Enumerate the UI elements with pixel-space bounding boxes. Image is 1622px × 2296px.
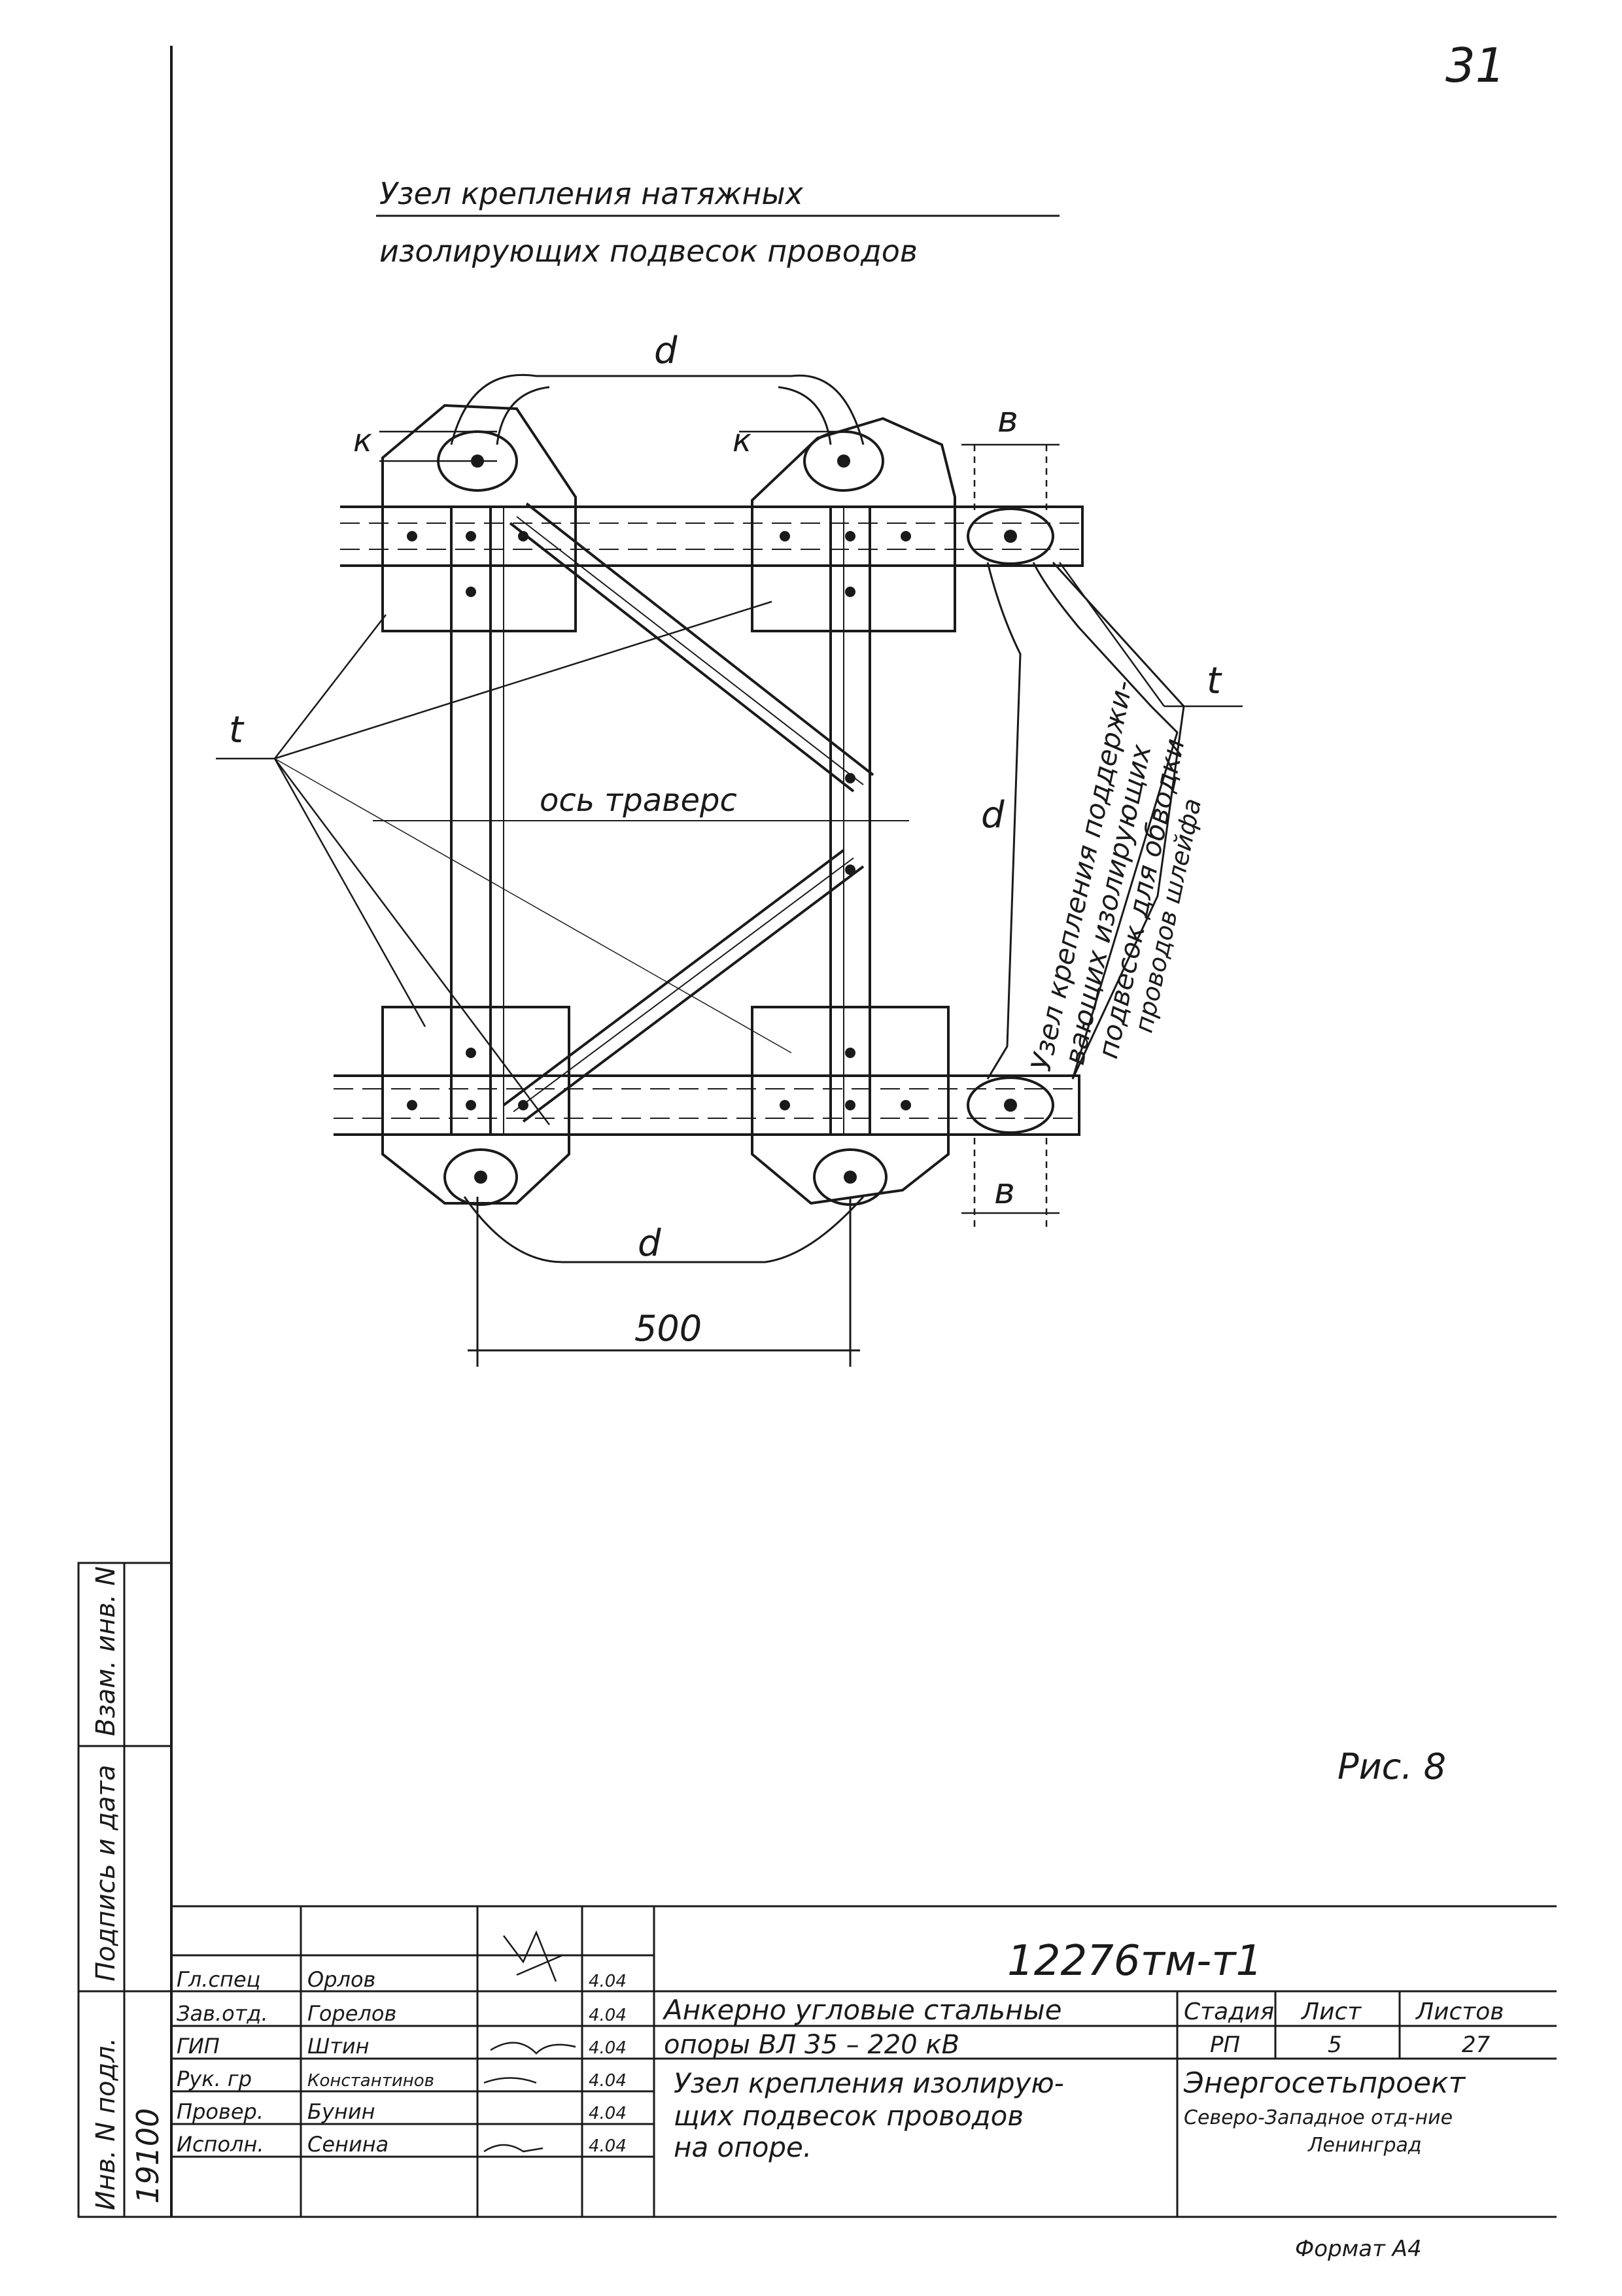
leader-lines-right-t [1058,562,1243,708]
drawing-title: Узел крепления натяжных изолирующих подв… [376,176,1060,269]
row-role: Гл.спец [177,1967,260,1992]
row-role: Исполн. [177,2132,264,2157]
row-role: Рук. гр [177,2066,252,2091]
row-role: ГИП [177,2034,220,2059]
row-name: Константинов [307,2071,434,2091]
sheets-value: 27 [1462,2032,1491,2058]
stage-header: Стадия [1184,1998,1274,2025]
row-date: 4.04 [589,1972,627,1991]
dimension-b-top [961,443,1060,510]
left-strip [77,1562,173,2218]
org-line-3: Ленинград [1307,2134,1422,2157]
bottom-left-gusset-plate [381,1006,570,1205]
org-line-2: Северо-Западное отд-ние [1184,2106,1453,2129]
signature-rows: Гл.спец Орлов 4.04 Зав.отд. Горелов 4.04… [177,1967,627,2157]
node-drawing [216,373,1243,1367]
label-k-left: к [353,422,372,459]
sheet-title-line-1: Узел крепления изолирую- [674,2067,1064,2099]
dimension-k [379,430,844,462]
label-b-top: в [997,399,1018,440]
row-name: Орлов [307,1967,375,1992]
top-wire-loop-inner [496,386,832,445]
strip-inv-value: 19100 [130,2108,165,2204]
lower-diagonal-brace [502,849,865,1123]
sheet-title-line-3: на опоре. [674,2131,812,2163]
bottom-wire-loop [463,1196,865,1263]
row-name: Сенина [307,2132,388,2157]
row-date: 4.04 [589,2136,627,2156]
label-k-right: к [733,422,751,459]
object-title-line-1: Анкерно угловые стальные [662,1994,1062,2026]
dimension-500 [468,1197,860,1367]
top-right-extension-plate [954,505,1084,567]
page-number: 31 [1445,38,1506,93]
row-name: Горелов [307,2001,396,2026]
row-date: 4.04 [589,2071,627,2091]
sheet-header: Лист [1300,1998,1362,2025]
bottom-right-extension-plate [947,1074,1080,1136]
title-block-grid [171,1905,1557,2217]
right-note-outline [1052,561,1185,1080]
title-line-2: изолирующих подвесок проводов [379,233,918,269]
side-note: Узел крепления поддержи- вающих изолирую… [1025,677,1207,1074]
strip-podpis: Подпись и дата [91,1765,121,1981]
upper-diagonal-brace [509,502,874,793]
row-role: Зав.отд. [177,2001,268,2026]
strip-inv: Инв. N подл. [91,2038,121,2210]
object-title-line-2: опоры ВЛ 35 – 220 кВ [664,2030,959,2060]
row-date: 4.04 [589,2104,627,2123]
bottom-right-gusset-plate [751,1006,950,1205]
sheet-title-line-2: щих подвесок проводов [674,2100,1024,2132]
sheet-value: 5 [1328,2032,1342,2058]
sheet-frame [170,46,1557,2218]
right-wire-loop [986,562,1179,1080]
dimension-b-bottom [961,1138,1060,1229]
sheets-header: Листов [1415,1998,1504,2025]
label-b-bottom: в [994,1171,1015,1212]
document-code: 12276тм-т1 [1007,1937,1262,1985]
label-t-right: t [1207,660,1222,702]
row-name: Штин [307,2034,370,2059]
bolts [407,531,911,1110]
org-line-1: Энергосетьпроект [1183,2066,1466,2100]
label-d-top: d [654,330,678,372]
row-date: 4.04 [589,2038,627,2058]
format-label: Формат А4 [1295,2236,1422,2262]
row-date: 4.04 [589,2006,627,2025]
top-wire-loop [450,373,865,445]
label-d-bottom: d [638,1222,661,1265]
title-line-1: Узел крепления натяжных [379,176,804,211]
label-t-left: t [229,709,245,751]
row-name: Бунин [307,2099,375,2124]
signatures [483,1930,576,2153]
figure-caption: Рис. 8 [1337,1746,1446,1787]
dimension-500-label: 500 [634,1308,702,1349]
axis-label: ось траверс [540,782,737,819]
stage-value: РП [1210,2032,1240,2058]
top-right-gusset-plate [751,417,956,632]
top-left-gusset-plate [381,403,577,632]
row-role: Провер. [177,2099,264,2124]
lug-holes [471,454,1017,1184]
strip-vzam: Взам. инв. N [91,1566,121,1736]
label-d-right: d [981,794,1005,836]
leader-lines-left-t [216,600,792,1125]
